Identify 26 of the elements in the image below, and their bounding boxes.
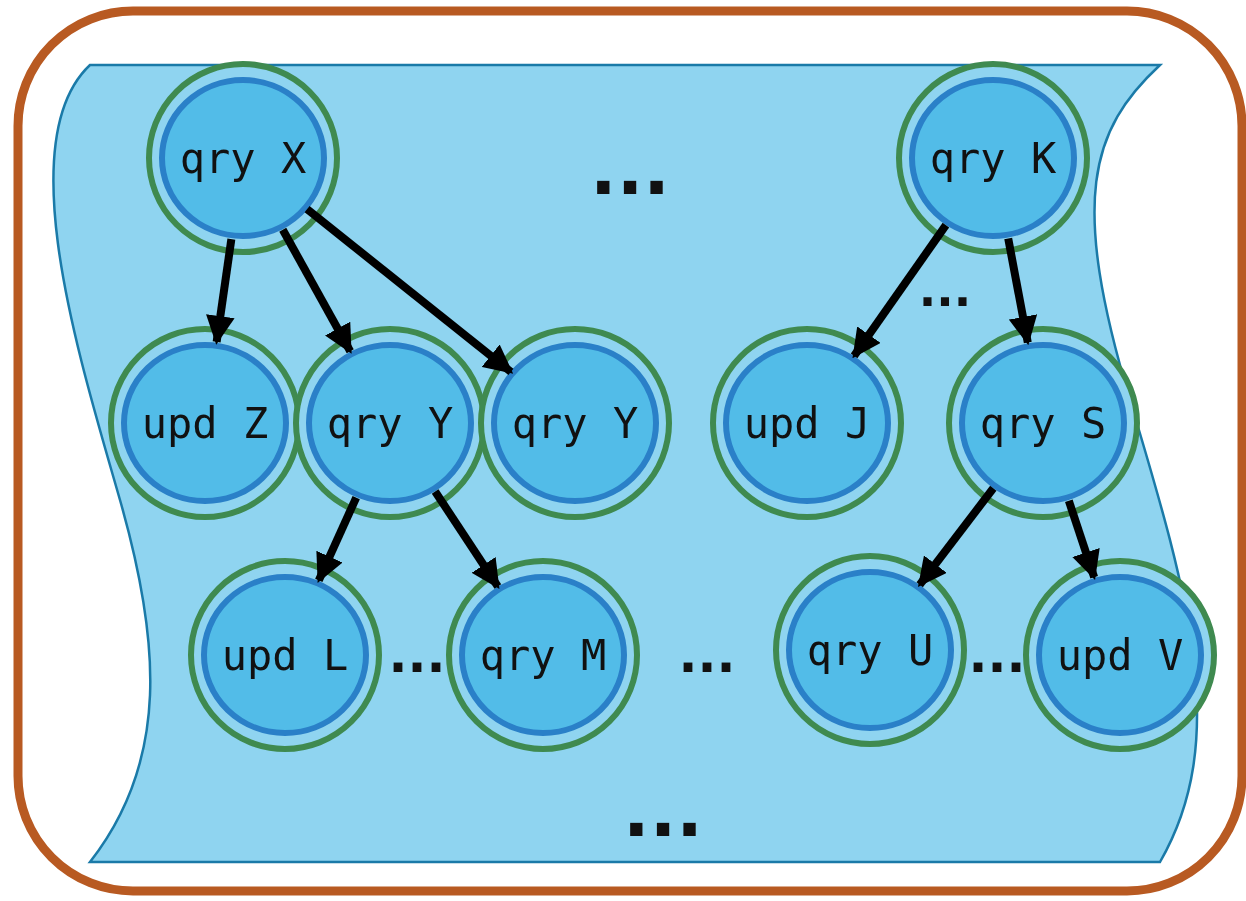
ellipsis-text: ... — [968, 630, 1026, 680]
arrow — [1065, 499, 1100, 580]
node-label: qry Y — [511, 398, 639, 448]
arrow — [315, 496, 360, 583]
node-label: qry K — [929, 133, 1057, 183]
node-label: upd L — [221, 630, 349, 680]
node-label: upd J — [743, 398, 871, 448]
ellipsis-text: ... — [918, 267, 972, 313]
node-label: qry S — [979, 398, 1107, 448]
node-label: qry Y — [326, 398, 454, 448]
node-label: upd V — [1056, 630, 1184, 680]
arrow — [850, 222, 950, 359]
node-label: qry M — [479, 630, 607, 680]
ellipsis-text: ... — [623, 777, 703, 847]
ellipsis-text: ... — [678, 630, 736, 680]
arrow — [304, 206, 514, 375]
arrow — [206, 238, 236, 345]
node-label: qry U — [806, 625, 934, 675]
arrow — [279, 227, 354, 354]
arrow — [1004, 237, 1038, 346]
node-label: upd Z — [141, 398, 269, 448]
arrow — [431, 489, 502, 589]
ellipsis-text: ... — [590, 135, 670, 205]
ellipsis-text: ... — [388, 630, 446, 680]
node-label: qry X — [179, 133, 307, 183]
arrow — [916, 485, 997, 588]
